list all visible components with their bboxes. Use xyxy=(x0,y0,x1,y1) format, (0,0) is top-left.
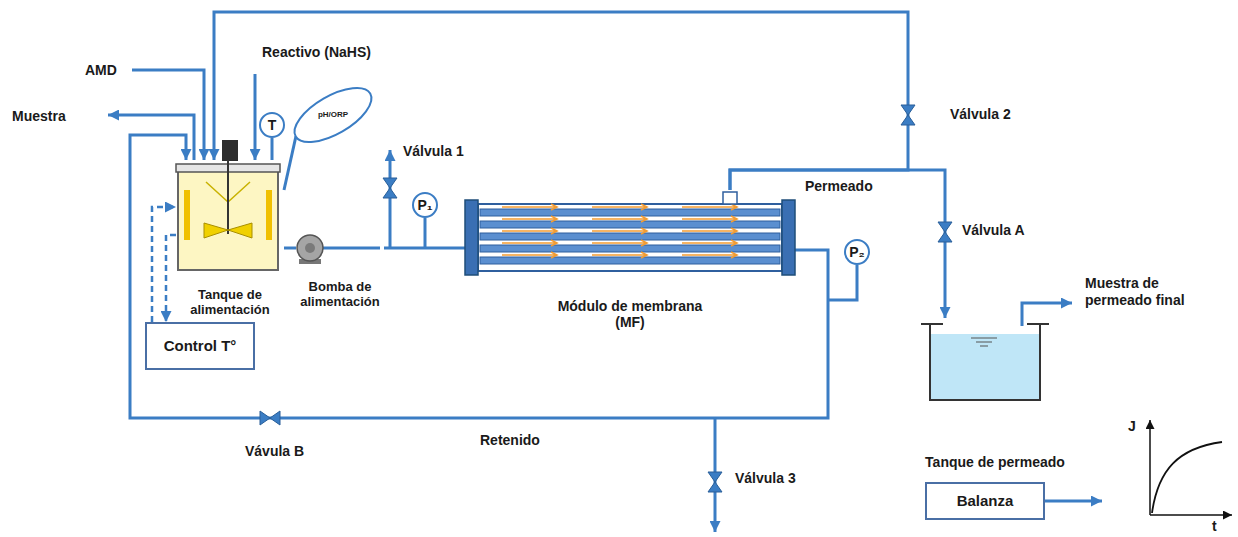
node-text: Balanza xyxy=(957,492,1014,509)
feed-pump: Bomba de alimentación xyxy=(296,232,384,310)
valve-symbol xyxy=(260,411,280,425)
graph-axis xyxy=(1150,514,1232,516)
valve-label: Válvula 2 xyxy=(950,106,1011,123)
valve-label: Vávula B xyxy=(245,443,304,460)
input-label: Reactivo (NaHS) xyxy=(262,44,371,61)
graph-axis xyxy=(1149,420,1151,515)
node-text: P₁ xyxy=(417,197,432,213)
control-signal xyxy=(152,207,176,322)
valve-label: Válvula 3 xyxy=(735,470,796,487)
valve-symbol xyxy=(383,178,397,198)
pipe-connector xyxy=(384,247,462,250)
valve-symbol xyxy=(938,222,952,242)
sample-line xyxy=(108,115,194,160)
pressure-gauge: P₁ xyxy=(412,192,438,218)
temperature-control: Control T° xyxy=(145,322,255,370)
permeate-tank: Tanque de permeado xyxy=(915,318,1075,470)
valve-symbol xyxy=(901,105,915,125)
agitator-motor xyxy=(222,140,238,161)
output-label: Muestra de permeado final xyxy=(1085,275,1203,309)
p2-tap xyxy=(828,265,857,300)
feed-tank: Tanque de alimentación xyxy=(176,160,284,318)
output-label: Muestra xyxy=(12,108,66,125)
flux-curve xyxy=(1152,442,1222,513)
valve1-branch xyxy=(389,150,392,248)
pipe-connector xyxy=(214,12,908,190)
node-text: T xyxy=(268,117,277,133)
axis-label: t xyxy=(1212,518,1217,535)
thermometer-gauge: T xyxy=(259,112,285,138)
pipe-connector xyxy=(130,135,828,418)
balance-box: Balanza xyxy=(925,482,1045,520)
pipe-connector xyxy=(284,247,296,250)
node-text: Bomba de alimentación xyxy=(298,280,382,310)
node-text: Módulo de membrana (MF) xyxy=(550,298,710,330)
valve-label: Válvula A xyxy=(962,222,1025,239)
control-signal xyxy=(166,235,176,322)
reagent-feed-line xyxy=(254,74,257,160)
node-text: Tanque de permeado xyxy=(925,454,1065,470)
node-text: Tanque de alimentación xyxy=(176,288,284,318)
axis-label: J xyxy=(1128,418,1136,435)
permeate-tank-graphic xyxy=(915,318,1075,470)
pipe-connector xyxy=(284,136,296,190)
permeate-sample-line xyxy=(1022,303,1072,326)
p1-tap xyxy=(424,218,427,248)
valve-label: Válvula 1 xyxy=(403,143,464,160)
pipe-connector xyxy=(271,138,274,160)
ph-orp-probe: pH/ORP xyxy=(290,80,376,150)
node-text: pH/ORP xyxy=(318,110,348,119)
stream-label: Permeado xyxy=(805,178,873,195)
input-label: AMD xyxy=(85,62,117,79)
valve-symbol xyxy=(708,472,722,492)
stream-label: Retenido xyxy=(480,432,540,449)
membrane-module: Módulo de membrana (MF) xyxy=(462,190,798,330)
node-text: P₂ xyxy=(849,244,865,260)
pressure-gauge: P₂ xyxy=(844,239,870,265)
balance-signal xyxy=(1045,500,1102,503)
node-text: Control T° xyxy=(164,337,237,354)
